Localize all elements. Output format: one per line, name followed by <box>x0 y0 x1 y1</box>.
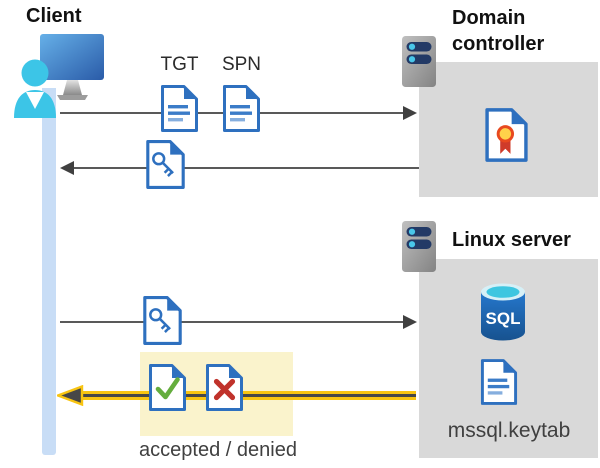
arrowhead-right-linux-icon <box>403 315 417 329</box>
client-timeline-bar <box>42 88 56 455</box>
keytab-document-icon <box>479 358 519 406</box>
sql-database-label: SQL <box>486 309 521 328</box>
accepted-denied-label: accepted / denied <box>139 439 297 461</box>
certificate-document-icon <box>483 107 530 163</box>
arrowhead-right-dc-icon <box>403 106 417 120</box>
spn-document-icon <box>221 84 262 133</box>
client-workstation-icon <box>14 34 104 118</box>
spn-label: SPN <box>221 54 262 75</box>
arrowhead-left-client-icon <box>60 161 74 175</box>
tgt-document-icon <box>159 84 200 133</box>
service-ticket-key-document-icon <box>141 295 184 346</box>
denied-x-document-icon <box>204 363 245 412</box>
client-title: Client <box>26 5 82 27</box>
ticket-key-document-icon <box>144 139 187 190</box>
linux-server-icon <box>401 220 437 273</box>
arrowhead-yellow-left-icon <box>57 385 84 406</box>
tgt-label: TGT <box>160 54 199 75</box>
arrow-request-to-linux <box>60 321 404 323</box>
domain-controller-server-icon <box>401 35 437 88</box>
arrow-result-to-client <box>82 391 416 400</box>
keytab-filename-label: mssql.keytab <box>447 419 571 442</box>
linux-server-title: Linux server <box>452 229 571 251</box>
accepted-check-document-icon <box>147 363 188 412</box>
sql-database-icon: SQL <box>481 283 525 341</box>
arrow-response-from-dc <box>74 167 419 169</box>
domain-controller-title: Domain controller <box>452 7 545 55</box>
